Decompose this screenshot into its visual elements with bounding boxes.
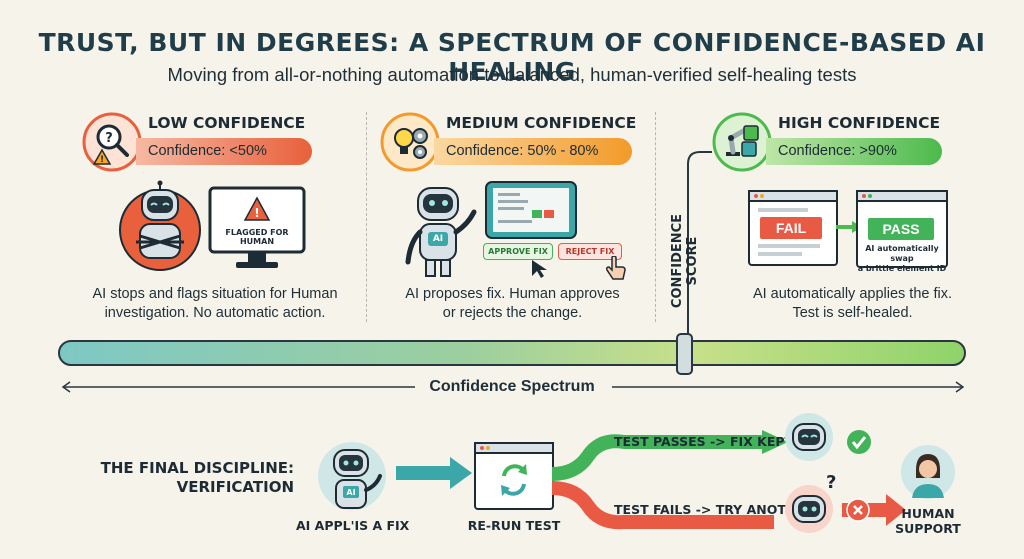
low-confidence-icon: ? !	[82, 112, 142, 172]
confidence-score-label: CONFIDENCE SCORE	[670, 213, 700, 309]
spectrum-axis-arrows	[60, 380, 966, 393]
final-heading-line1: THE FINAL DISCIPLINE:	[100, 459, 294, 477]
reject-fix-button[interactable]: REJECT FIX	[558, 243, 622, 260]
human-support-label: HUMAN SUPPORT	[888, 506, 968, 536]
question-mark: ?	[826, 472, 837, 493]
pass-window: PASS AI automatically swap a brittle ele…	[856, 190, 948, 273]
confidence-spectrum-label: Confidence Spectrum	[429, 378, 595, 395]
pass-caption-line2: a brittle element ID	[857, 264, 947, 273]
low-confidence-pill: Confidence: <50%	[136, 138, 312, 165]
check-circle-icon	[846, 429, 872, 455]
svg-text:!: !	[100, 155, 104, 165]
flagged-for-human-text: FLAGGED FOR HUMAN	[225, 228, 289, 246]
medium-desc-line1: AI proposes fix. Human approves	[405, 286, 620, 302]
rerun-test-window	[474, 442, 554, 512]
medium-confidence-pill: Confidence: 50% - 80%	[434, 138, 632, 165]
high-desc-line2: Test is self-healed.	[792, 305, 913, 321]
proposal-tablet	[484, 180, 578, 242]
low-confidence-description: AI stops and flags situation for Human i…	[70, 285, 360, 323]
flagged-monitor: ! FLAGGED FOR HUMAN	[208, 186, 306, 272]
fail-label: FAIL	[760, 217, 822, 239]
high-confidence-heading: HIGH CONFIDENCE	[778, 114, 941, 132]
medium-confidence-description: AI proposes fix. Human approves or rejec…	[375, 285, 650, 323]
approve-fix-button[interactable]: APPROVE FIX	[483, 243, 553, 260]
cursor-arrow-icon	[530, 258, 550, 280]
final-heading-line2: VERIFICATION	[176, 478, 294, 496]
high-confidence-pill: Confidence: >90%	[766, 138, 942, 165]
pass-branch-label: TEST PASSES -> FIX KEPT	[614, 434, 794, 449]
fail-branch-label: TEST FAILS -> TRY ANOTHER	[614, 502, 815, 517]
support-line1: HUMAN	[901, 506, 955, 521]
branch-arrows	[551, 430, 802, 538]
pass-caption: AI automatically swap a brittle element …	[856, 244, 948, 274]
pass-label: PASS	[868, 218, 934, 240]
low-confidence-heading: LOW CONFIDENCE	[148, 114, 306, 132]
fail-window: FAIL	[748, 190, 838, 266]
success-robot-icon	[784, 412, 834, 462]
human-support-avatar	[900, 444, 956, 500]
propose-robot-icon: AI	[400, 180, 480, 280]
apply-fix-robot-icon: AI	[316, 440, 388, 512]
high-confidence-description: AI automatically applies the fix. Test i…	[715, 285, 990, 323]
medium-confidence-heading: MEDIUM CONFIDENCE	[446, 114, 637, 132]
medium-desc-line2: or rejects the change.	[442, 305, 583, 321]
divider-left	[366, 112, 367, 322]
high-desc-line1: AI automatically applies the fix.	[752, 286, 953, 302]
robot-ai-badge: AI	[432, 234, 444, 244]
confidence-slider-knob[interactable]	[676, 333, 693, 375]
high-confidence-icon	[712, 112, 772, 172]
apply-to-rerun-arrow	[396, 457, 472, 489]
step-rerun-test-label: RE-RUN TEST	[467, 518, 561, 533]
retry-robot-icon	[784, 484, 834, 534]
page-title: TRUST, BUT IN DEGREES: A SPECTRUM OF CON…	[38, 28, 986, 86]
step-apply-fix-label: AI APPL'IS A FIX	[296, 518, 410, 533]
pass-caption-line1: AI automatically swap	[865, 244, 939, 263]
pointing-hand-icon	[604, 255, 628, 282]
support-line2: SUPPORT	[895, 521, 961, 536]
low-desc-line1: AI stops and flags situation for Human	[92, 286, 338, 302]
x-circle-icon	[846, 498, 870, 522]
stop-robot-icon	[118, 180, 202, 272]
divider-right	[655, 112, 656, 322]
low-desc-line2: investigation. No automatic action.	[104, 305, 326, 321]
medium-confidence-icon	[380, 112, 440, 172]
svg-text:?: ?	[105, 131, 113, 146]
apply-robot-ai-badge: AI	[346, 488, 356, 497]
svg-text:!: !	[254, 206, 259, 220]
confidence-score-line	[686, 150, 714, 340]
page-subtitle: Moving from all-or-nothing automation to…	[167, 64, 857, 85]
final-discipline-heading: THE FINAL DISCIPLINE: VERIFICATION	[70, 459, 294, 497]
confidence-spectrum-bar	[58, 340, 966, 366]
